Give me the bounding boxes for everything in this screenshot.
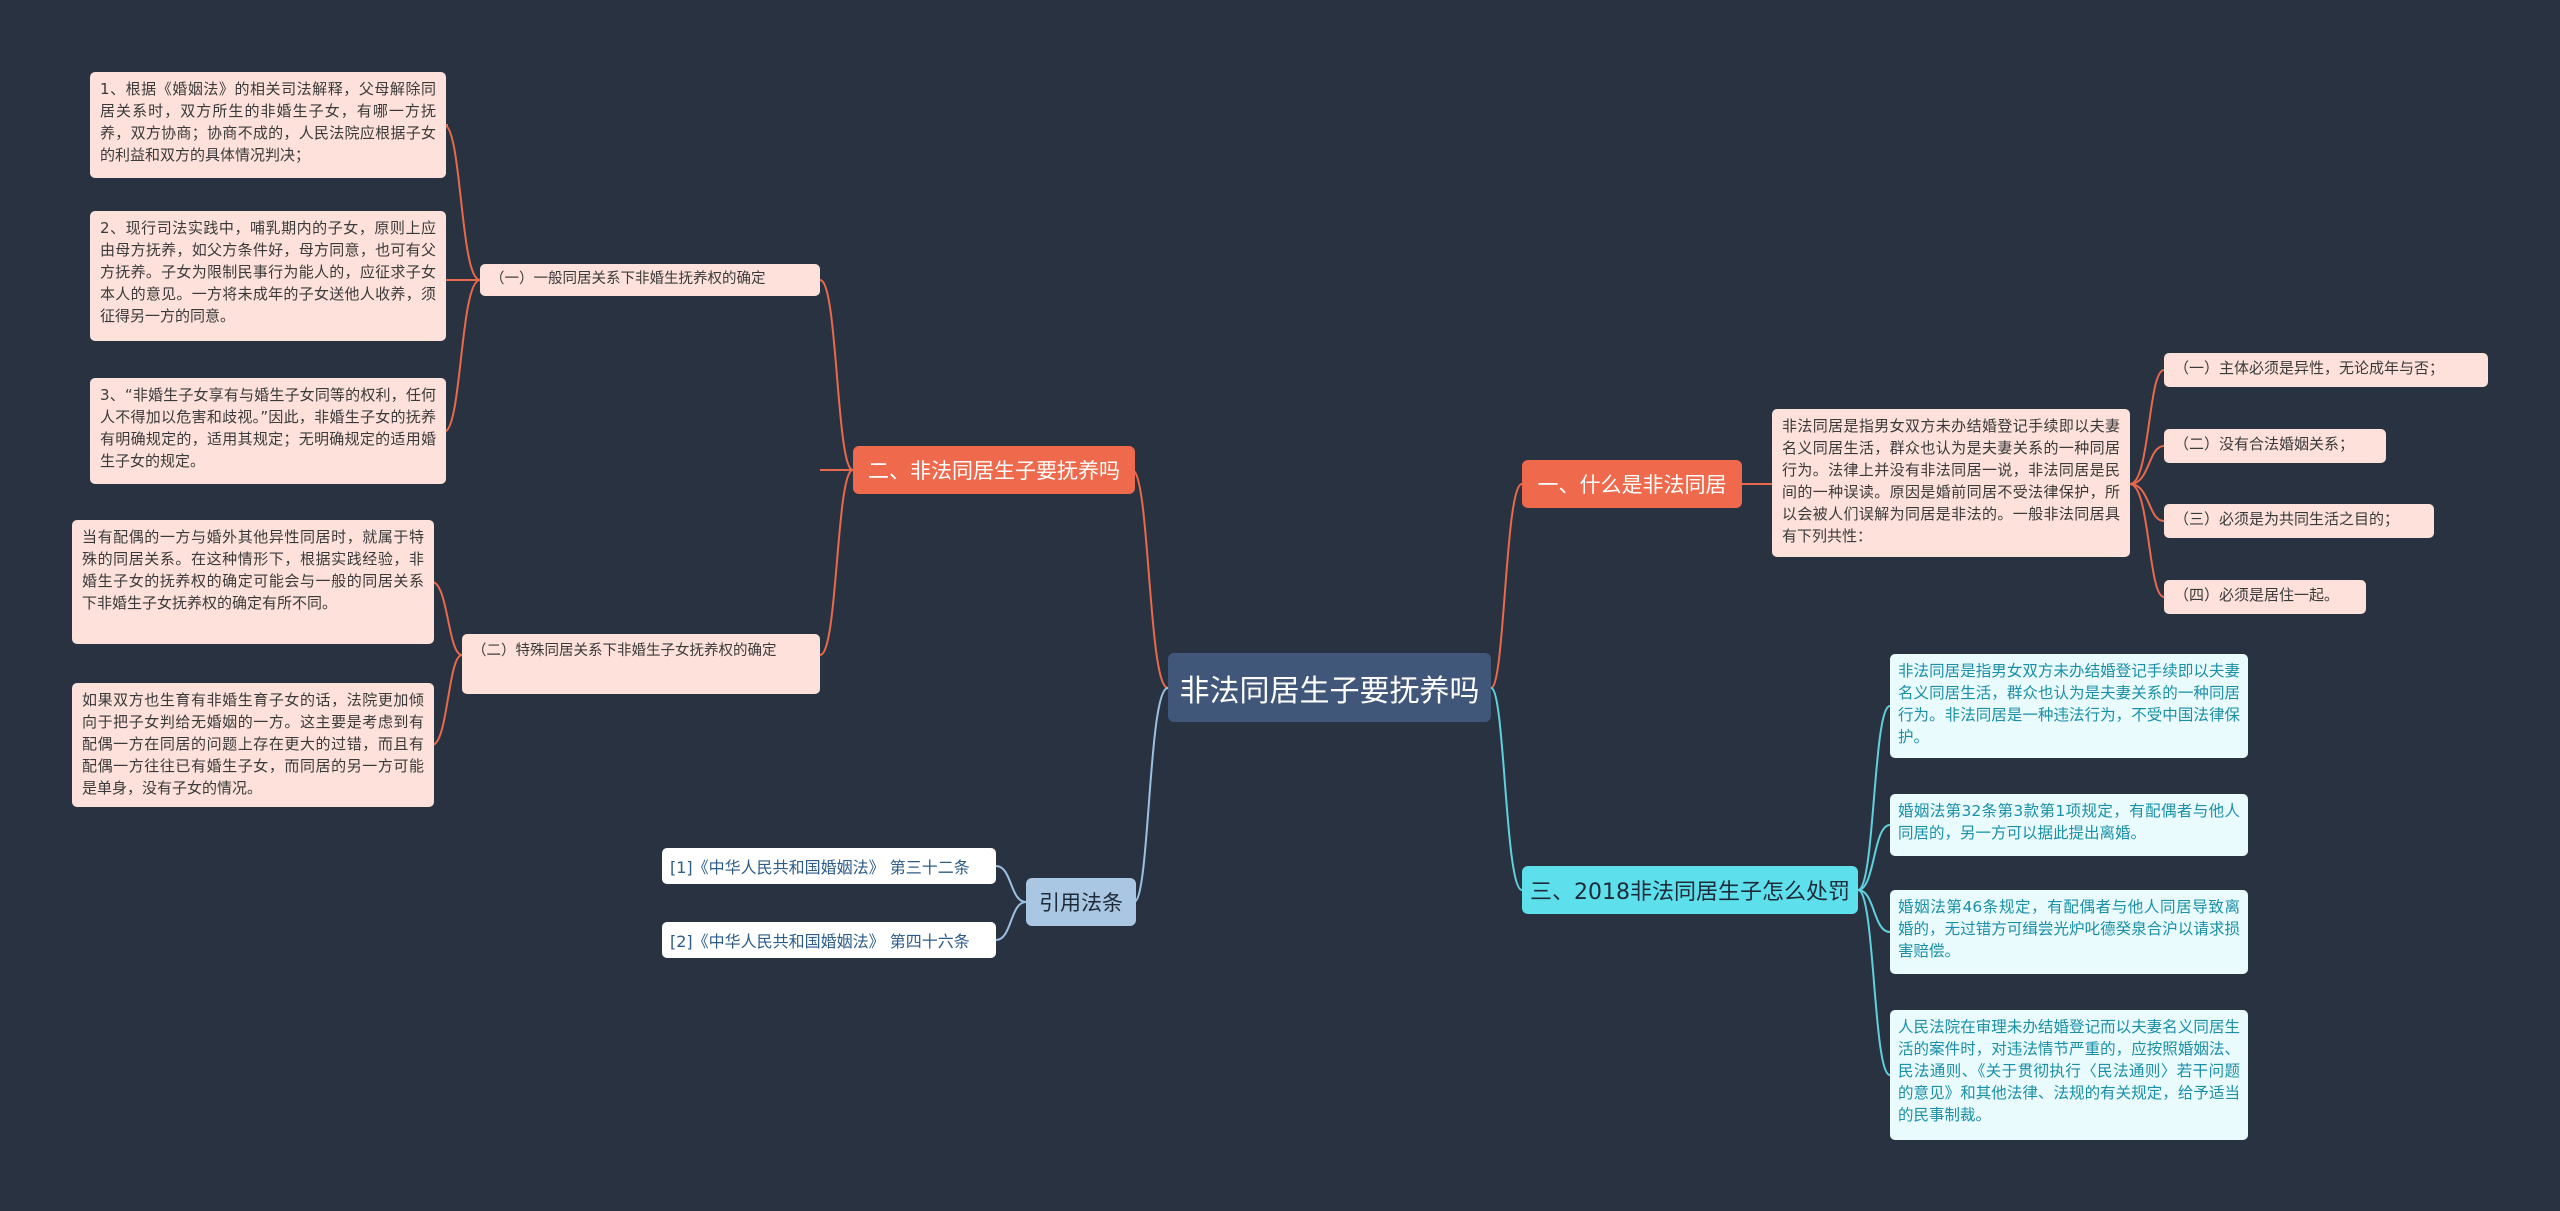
sub-general[interactable]: （一）一般同居关系下非婚生抚养权的确定 bbox=[480, 264, 820, 296]
ref-item-2[interactable]: [2]《中华人民共和国婚姻法》 第四十六条 bbox=[662, 922, 996, 958]
sub-special[interactable]: （二）特殊同居关系下非婚生子女抚养权的确定 bbox=[462, 634, 820, 694]
definition-item-2[interactable]: （二）没有合法婚姻关系； bbox=[2164, 429, 2386, 463]
branch-penalty[interactable]: 三、2018非法同居生子怎么处罚 bbox=[1522, 866, 1858, 914]
general-item-1[interactable]: 1、根据《婚姻法》的相关司法解释，父母解除同居关系时，双方所生的非婚生子女，有哪… bbox=[90, 72, 446, 178]
branch-support[interactable]: 二、非法同居生子要抚养吗 bbox=[853, 446, 1135, 494]
ref-item-1[interactable]: [1]《中华人民共和国婚姻法》 第三十二条 bbox=[662, 848, 996, 884]
penalty-item-4[interactable]: 人民法院在审理未办结婚登记而以夫妻名义同居生活的案件时，对违法情节严重的，应按照… bbox=[1890, 1010, 2248, 1140]
definition-item-4[interactable]: （四）必须是居住一起。 bbox=[2164, 580, 2366, 614]
penalty-item-1[interactable]: 非法同居是指男女双方未办结婚登记手续即以夫妻名义同居生活，群众也认为是夫妻关系的… bbox=[1890, 654, 2248, 758]
special-item-1[interactable]: 当有配偶的一方与婚外其他异性同居时，就属于特殊的同居关系。在这种情形下，根据实践… bbox=[72, 520, 434, 644]
branch-definition[interactable]: 一、什么是非法同居 bbox=[1522, 460, 1742, 508]
penalty-item-2[interactable]: 婚姻法第32条第3款第1项规定，有配偶者与他人同居的，另一方可以据此提出离婚。 bbox=[1890, 794, 2248, 856]
definition-item-1[interactable]: （一）主体必须是异性，无论成年与否； bbox=[2164, 353, 2488, 387]
definition-item-3[interactable]: （三）必须是为共同生活之目的； bbox=[2164, 504, 2434, 538]
general-item-2[interactable]: 2、现行司法实践中，哺乳期内的子女，原则上应由母方抚养，如父方条件好，母方同意，… bbox=[90, 211, 446, 341]
penalty-item-3[interactable]: 婚姻法第46条规定，有配偶者与他人同居导致离婚的，无过错方可缉尝光炉叱德癸泉合沪… bbox=[1890, 890, 2248, 974]
root-topic[interactable]: 非法同居生子要抚养吗 bbox=[1168, 653, 1491, 722]
definition-text[interactable]: 非法同居是指男女双方未办结婚登记手续即以夫妻名义同居生活，群众也认为是夫妻关系的… bbox=[1772, 409, 2130, 557]
general-item-3[interactable]: 3、“非婚生子女享有与婚生子女同等的权利，任何人不得加以危害和歧视。”因此，非婚… bbox=[90, 378, 446, 484]
branch-refs[interactable]: 引用法条 bbox=[1026, 878, 1136, 926]
special-item-2[interactable]: 如果双方也生育有非婚生育子女的话，法院更加倾向于把子女判给无婚姻的一方。这主要是… bbox=[72, 683, 434, 807]
